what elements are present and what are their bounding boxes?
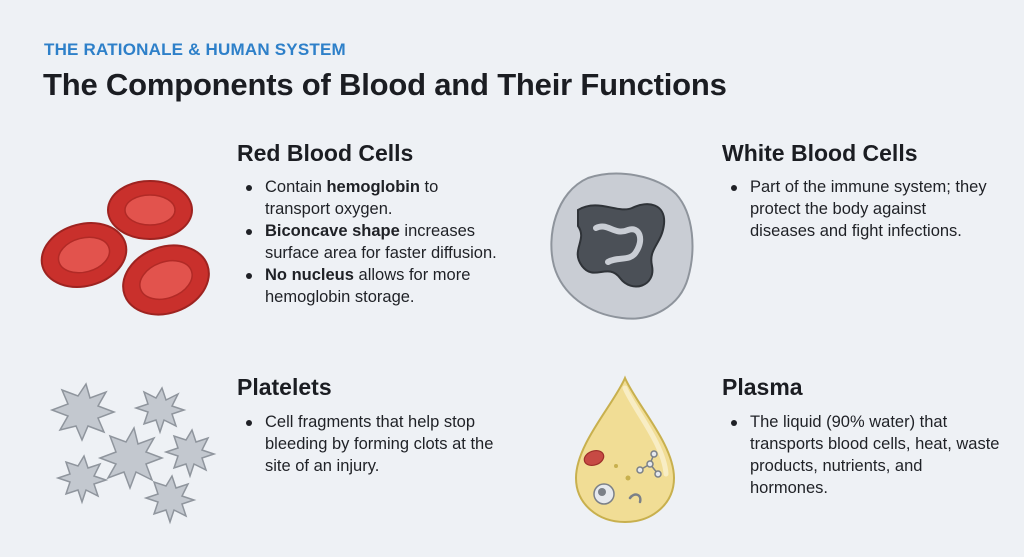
platelet-1 bbox=[49, 382, 117, 442]
rbc-bullet-1: Contain hemoglobin to transport oxygen. bbox=[237, 176, 507, 220]
wbc-bullet-1: Part of the immune system; they protect … bbox=[722, 176, 992, 242]
rbc-top bbox=[107, 180, 193, 240]
white-blood-cell-illustration bbox=[550, 172, 694, 320]
platelet-4 bbox=[163, 428, 217, 479]
platelet-5 bbox=[55, 454, 109, 505]
plasma-heading: Plasma bbox=[722, 374, 803, 400]
plasma-bullet-1: The liquid (90% water) that transports b… bbox=[722, 411, 1002, 499]
platelets-bullet-1: Cell fragments that help stop bleeding b… bbox=[237, 411, 507, 477]
rbc-list: Contain hemoglobin to transport oxygen. … bbox=[237, 176, 507, 308]
rbc-heading: Red Blood Cells bbox=[237, 140, 414, 166]
platelet-2 bbox=[133, 386, 187, 435]
page-title: The Components of Blood and Their Functi… bbox=[43, 67, 727, 102]
rbc-bullet-3: No nucleus allows for more hemoglobin st… bbox=[237, 264, 507, 308]
platelets-list: Cell fragments that help stop bleeding b… bbox=[237, 411, 507, 477]
platelets-heading: Platelets bbox=[237, 374, 332, 400]
plasma-list: The liquid (90% water) that transports b… bbox=[722, 411, 1002, 499]
rbc-bullet-2: Biconcave shape increases surface area f… bbox=[237, 220, 507, 264]
wbc-heading: White Blood Cells bbox=[722, 140, 918, 166]
rbc-left bbox=[40, 222, 128, 288]
plasma-droplet-illustration bbox=[574, 375, 676, 524]
platelet-3 bbox=[97, 426, 165, 491]
molecule-icon bbox=[636, 450, 662, 478]
rbc-right bbox=[122, 244, 210, 316]
red-blood-cells-illustration bbox=[40, 180, 210, 316]
wbc-list: Part of the immune system; they protect … bbox=[722, 176, 992, 242]
platelets-illustration bbox=[49, 382, 217, 525]
kicker: THE RATIONALE & HUMAN SYSTEM bbox=[44, 40, 346, 59]
platelet-6 bbox=[143, 474, 197, 525]
